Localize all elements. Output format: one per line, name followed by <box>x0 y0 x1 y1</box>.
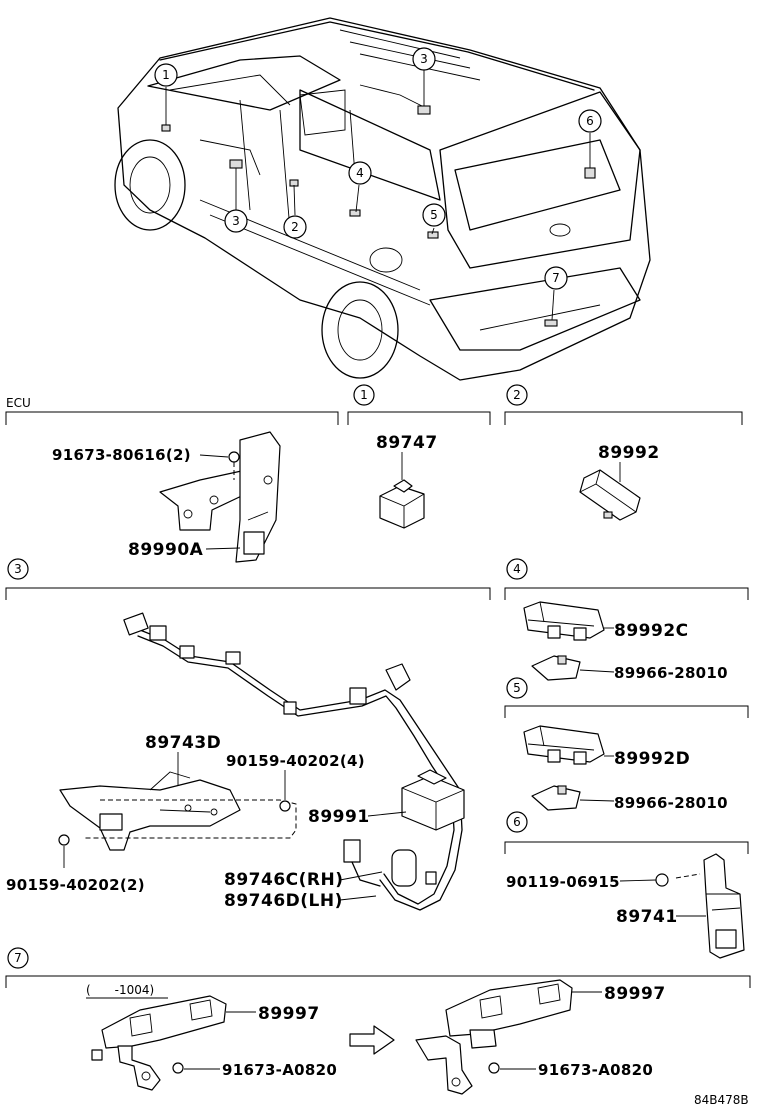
vehicle-callout-3-top-label: 3 <box>420 52 428 66</box>
part-label-89741: 89741 <box>616 907 678 927</box>
vehicle-callout-1: 1 <box>154 63 178 87</box>
section-7-number: 7 <box>14 951 22 965</box>
vehicle-callout-2: 2 <box>283 215 307 239</box>
section-3-number: 3 <box>14 562 22 576</box>
section-2-number: 2 <box>513 388 521 402</box>
part-label-89990A: 89990A <box>128 540 204 560</box>
section-1-number: 1 <box>360 388 368 402</box>
vehicle-callout-5: 5 <box>422 203 446 227</box>
vehicle-callout-7: 7 <box>544 266 568 290</box>
vehicle-callout-3-bottom: 3 <box>224 209 248 233</box>
part-label-89746D-LH: 89746D(LH) <box>224 891 343 911</box>
vehicle-callout-6-label: 6 <box>586 114 594 128</box>
part-label-89997-left: 89997 <box>258 1004 320 1024</box>
wire-harness-drawing <box>123 612 463 911</box>
section-1: 1 89747 <box>347 384 491 529</box>
part-label-90159-40202-4: 90159-40202(4) <box>226 752 365 770</box>
vehicle-callout-7-label: 7 <box>552 271 560 285</box>
part-label-90159-40202-2: 90159-40202(2) <box>6 876 145 894</box>
supersession-arrow-icon <box>349 1025 395 1055</box>
section-ecu-title: ECU <box>6 396 31 410</box>
section-6: 6 90119-06915 89741 <box>504 811 749 959</box>
section-5-number: 5 <box>513 681 521 695</box>
part-89966-28010-a-drawing <box>531 655 581 681</box>
part-label-89966-28010-a: 89966-28010 <box>614 664 728 682</box>
part-label-89997-right: 89997 <box>604 984 666 1004</box>
vehicle-illustration <box>114 17 651 381</box>
vehicle-callout-4: 4 <box>348 161 372 185</box>
part-89997-left-drawing <box>91 995 227 1091</box>
part-label-89966-28010-b: 89966-28010 <box>614 794 728 812</box>
vehicle-callout-3-bottom-label: 3 <box>232 214 240 228</box>
part-89966-28010-b-drawing <box>531 785 581 811</box>
part-89992-drawing <box>579 469 641 521</box>
section-7: 7 ( -1004) 89997 91673-A0820 89997 <box>5 947 751 1095</box>
part-label-91673-A0820-left: 91673-A0820 <box>222 1061 337 1079</box>
part-label-89746C-RH: 89746C(RH) <box>224 870 343 890</box>
part-label-91673-80616: 91673-80616(2) <box>52 446 191 464</box>
vehicle-callout-leaders <box>165 70 591 321</box>
part-label-89992: 89992 <box>598 443 660 463</box>
part-89992C-drawing <box>523 601 605 641</box>
section-2: 2 89992 <box>504 384 743 521</box>
section-6-number: 6 <box>513 815 521 829</box>
part-89747-drawing <box>379 479 425 529</box>
section-7-range-note: ( -1004) <box>86 983 154 997</box>
ecu-bracket-drawing <box>159 431 281 563</box>
part-89992D-drawing <box>523 725 605 765</box>
part-label-89743D: 89743D <box>145 733 221 753</box>
part-label-89991: 89991 <box>308 807 370 827</box>
section-4: 4 89992C 89966-28010 <box>504 558 749 682</box>
vehicle-callout-5-label: 5 <box>430 208 438 222</box>
part-label-89992D: 89992D <box>614 749 690 769</box>
part-89997-right-drawing <box>415 979 573 1095</box>
vehicle-callout-6: 6 <box>578 109 602 133</box>
vehicle-callout-4-label: 4 <box>356 166 364 180</box>
vehicle-callout-1-label: 1 <box>162 68 170 82</box>
part-label-90119-06915: 90119-06915 <box>506 873 620 891</box>
part-label-91673-A0820-right: 91673-A0820 <box>538 1061 653 1079</box>
section-3: 3 <box>5 558 491 911</box>
vehicle-callout-2-label: 2 <box>291 220 299 234</box>
part-label-89747: 89747 <box>376 433 438 453</box>
diagram-code: 84B478B <box>694 1093 749 1107</box>
section-ecu: ECU 91673-80616(2) 89990A <box>5 396 339 563</box>
section-5: 5 89992D 89966-28010 <box>504 677 749 812</box>
part-89991-drawing <box>401 769 465 831</box>
vehicle-callout-3-top: 3 <box>412 47 436 71</box>
part-label-89992C: 89992C <box>614 621 689 641</box>
section-4-number: 4 <box>513 562 521 576</box>
part-89743D-drawing <box>59 771 297 851</box>
part-89741-drawing <box>675 853 745 959</box>
